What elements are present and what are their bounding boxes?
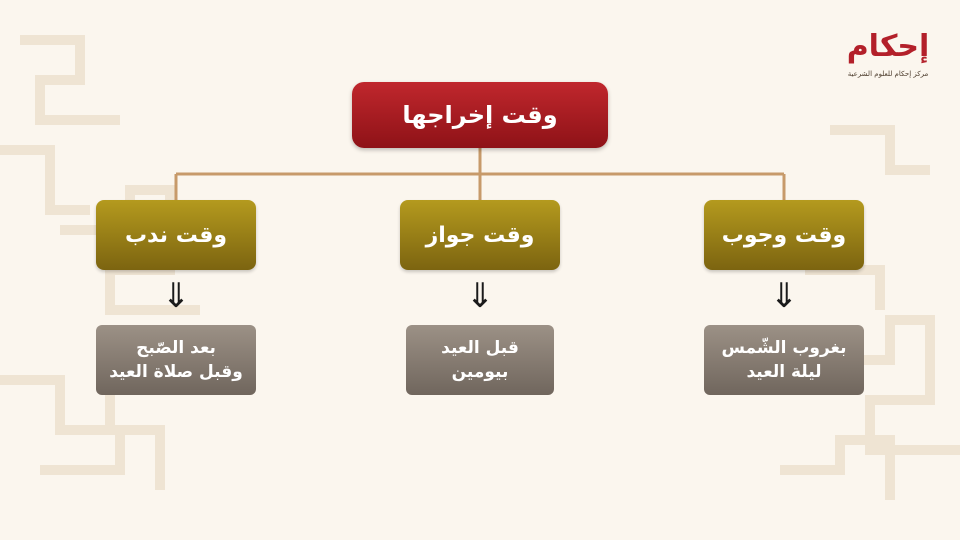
category-nadb-label: وقت ندب [124,222,228,248]
root-label: وقت إخراجها [402,101,558,129]
down-arrow-icon: ⇓ [769,276,799,316]
detail-jawaz: قبل العيد بيومين [406,325,554,395]
detail-nadb-line-1: بعد الصّبح [136,338,216,358]
detail-wajib: بغروب الشّمس ليلة العيد [704,325,864,395]
detail-jawaz-line-2: بيومين [451,362,509,382]
detail-nadb: بعد الصّبح وقبل صلاة العيد [96,325,256,395]
category-wajib-label: وقت وجوب [721,222,847,248]
down-arrow-icon: ⇓ [465,276,495,316]
logo-name: إحكام [846,29,930,64]
detail-wajib-line-2: ليلة العيد [746,362,822,382]
detail-nadb-line-2: وقبل صلاة العيد [109,362,243,382]
category-wajib: وقت وجوب [704,200,864,270]
category-jawaz: وقت جواز [400,200,560,270]
root-node: وقت إخراجها [352,82,608,148]
category-nadb: وقت ندب [96,200,256,270]
detail-wajib-line-1: بغروب الشّمس [721,338,847,358]
detail-jawaz-line-1: قبل العيد [441,338,519,358]
category-jawaz-label: وقت جواز [425,222,535,248]
logo-subtitle: مركز إحكام للعلوم الشرعية [847,70,929,78]
down-arrow-icon: ⇓ [161,276,191,316]
brand-logo: إحكام مركز إحكام للعلوم الشرعية [845,26,931,92]
